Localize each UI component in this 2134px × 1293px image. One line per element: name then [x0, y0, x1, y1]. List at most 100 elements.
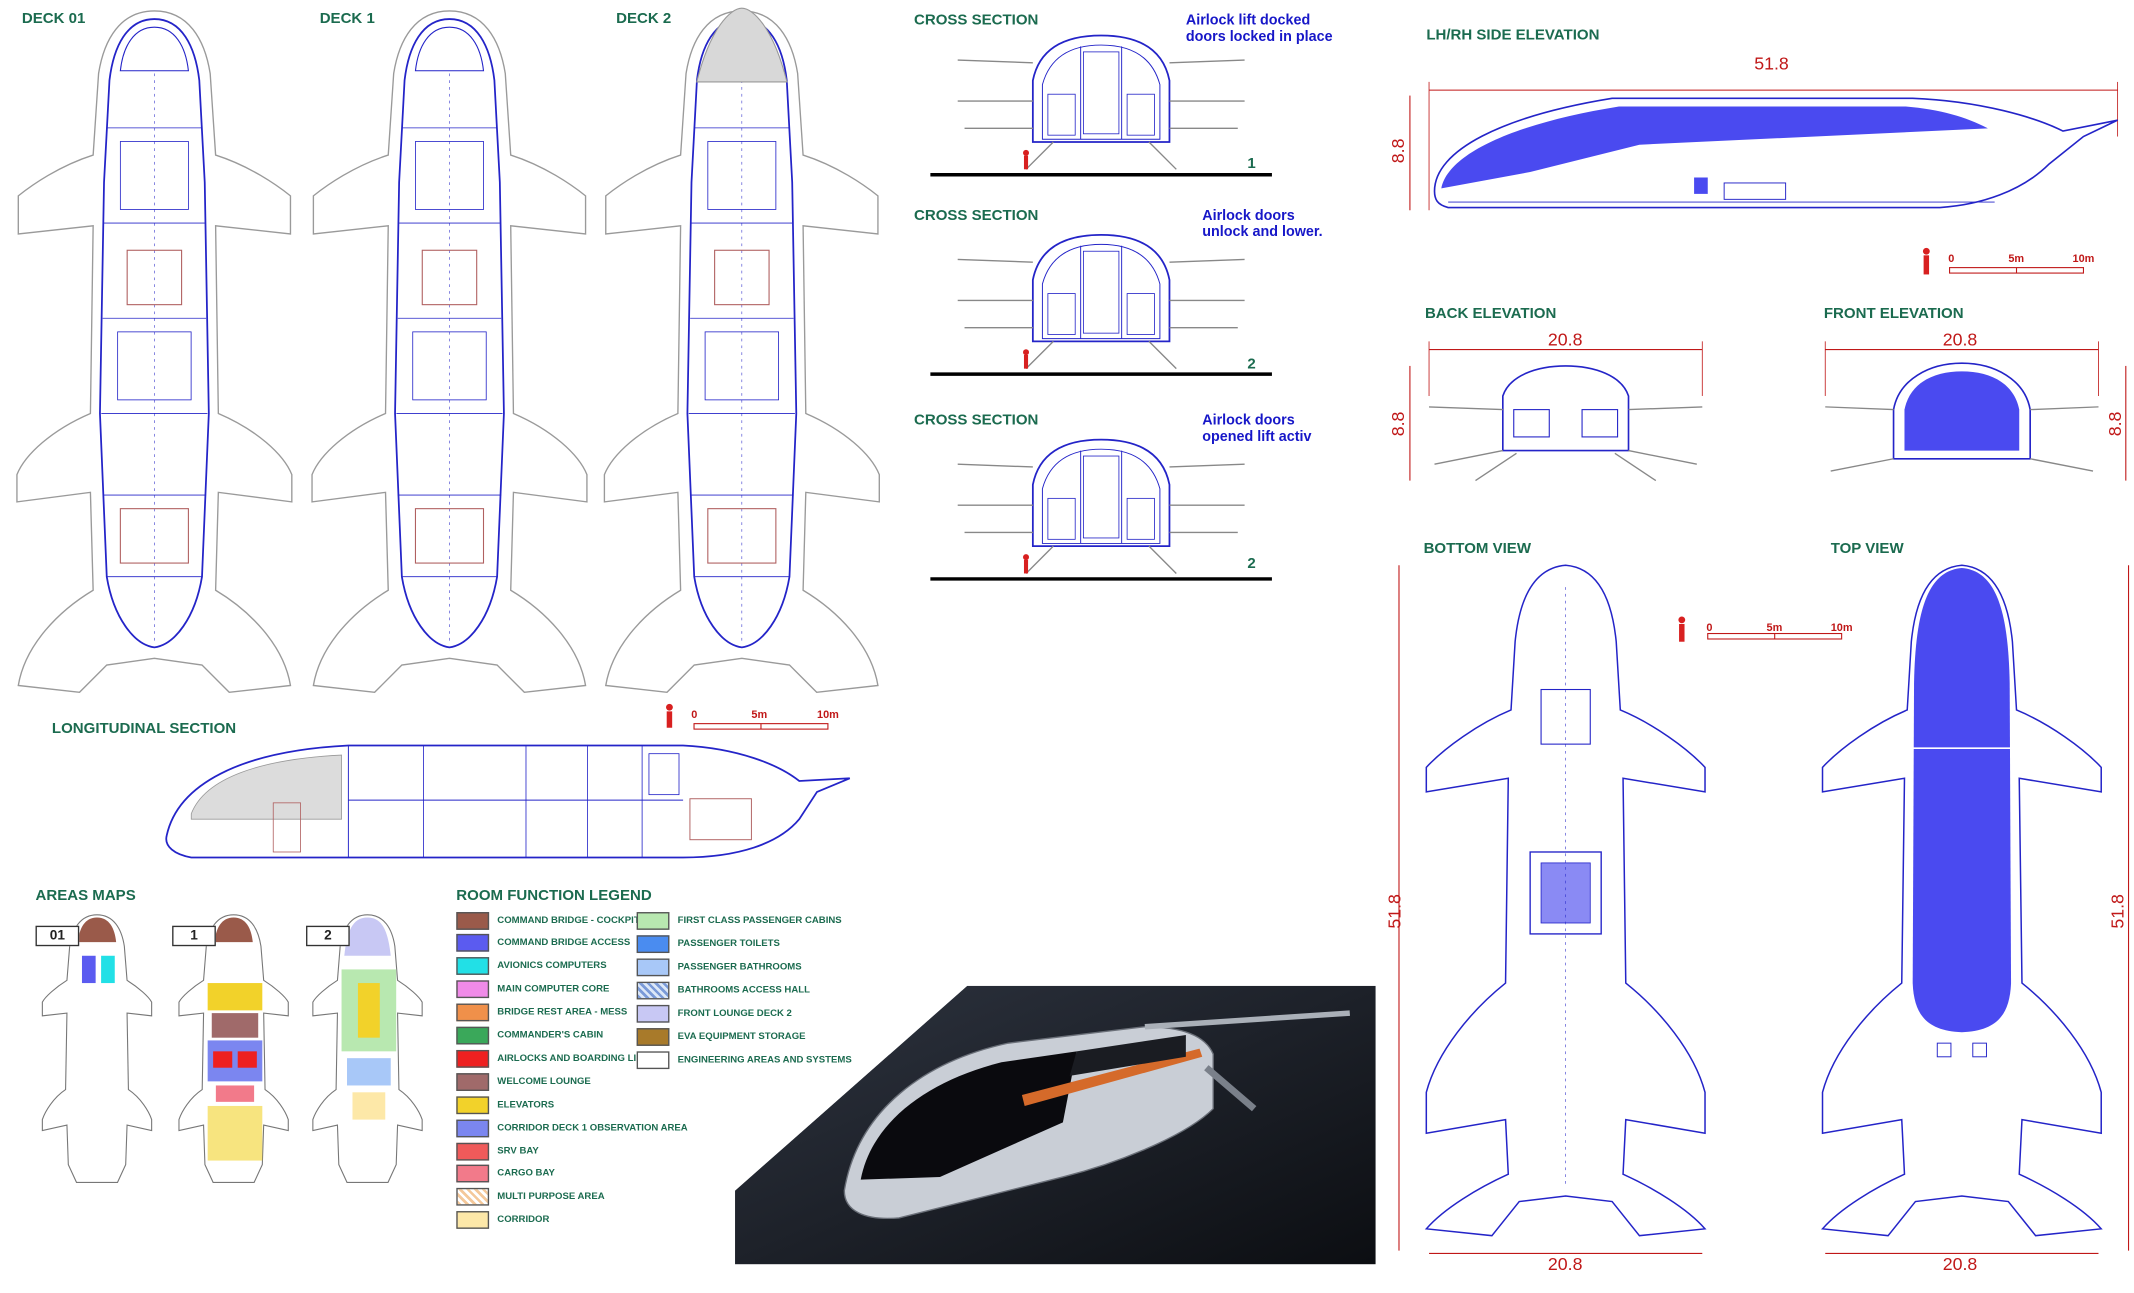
scale-mid: 5m	[2008, 252, 2025, 265]
legend-item: COMMAND BRIDGE - COCKPIT	[456, 911, 640, 930]
legend-swatch	[456, 1188, 490, 1207]
legend-item: CARGO BAY	[456, 1165, 555, 1183]
legend-label: WELCOME LOUNGE	[497, 1076, 591, 1087]
bottom-view-title: BOTTOM VIEW	[1423, 540, 1532, 558]
top-view	[1820, 564, 2130, 1254]
legend-swatch	[456, 934, 490, 953]
side-elevation-title: LH/RH SIDE ELEVATION	[1426, 27, 1600, 44]
area-map-deck-01-label: 01	[35, 925, 80, 947]
scale-zero: 0	[1948, 252, 1955, 265]
front-width-dim: 20.8	[1942, 329, 1978, 350]
legend-swatch	[636, 1050, 670, 1069]
bottom-view	[1398, 564, 1707, 1254]
legend-swatch	[456, 957, 490, 976]
area-map-deck-2-label: 2	[306, 925, 350, 947]
top-width-dim: 20.8	[1942, 1253, 1978, 1274]
bottom-length-dim: 51.8	[1384, 894, 1405, 929]
legend-label: FIRST CLASS PASSENGER CABINS	[677, 915, 842, 926]
legend-label: CORRIDOR DECK 1 OBSERVATION AREA	[497, 1123, 688, 1133]
cross-step-3: 2	[1247, 555, 1256, 573]
area-map-fills	[77, 917, 397, 1161]
deck-2-plan	[603, 10, 881, 694]
cross-step-2: 2	[1247, 356, 1256, 373]
legend-item: PASSENGER BATHROOMS	[636, 957, 802, 976]
legend-swatch	[456, 1211, 490, 1230]
legend-label: PASSENGER TOILETS	[677, 938, 780, 949]
legend-item: WELCOME LOUNGE	[456, 1072, 591, 1091]
legend-label: AIRLOCKS AND BOARDING LIFT	[497, 1053, 648, 1064]
cross-note-3-line1: Airlock doors	[1202, 412, 1295, 429]
legend-label: BATHROOMS ACCESS HALL	[677, 985, 810, 995]
legend-swatch	[456, 1119, 490, 1137]
ship-render-photo	[735, 985, 1376, 1265]
legend-item: CORRIDOR	[456, 1211, 550, 1230]
scale-bar-side	[1949, 267, 2085, 274]
legend-swatch	[636, 981, 670, 999]
deck-2-title: DECK 2	[616, 10, 672, 28]
deck-1-plan	[311, 10, 588, 694]
legend-swatch	[636, 934, 670, 953]
areas-maps-title: AREAS MAPS	[35, 887, 136, 904]
legend-label: COMMAND BRIDGE ACCESS	[497, 938, 631, 949]
scale-mid: 5m	[1766, 621, 1783, 634]
scale-figure-side	[1922, 247, 1930, 275]
cross-step-1: 1	[1247, 155, 1256, 173]
legend-swatch	[636, 1004, 670, 1022]
legend-label: SRV BAY	[497, 1146, 539, 1156]
legend-item: EVA EQUIPMENT STORAGE	[636, 1027, 806, 1046]
legend-item: CORRIDOR DECK 1 OBSERVATION AREA	[456, 1119, 688, 1137]
cross-section-3	[929, 437, 1274, 581]
area-map-deck-01	[41, 914, 153, 1183]
legend-label: MULTI PURPOSE AREA	[497, 1192, 605, 1202]
legend-swatch	[456, 1003, 490, 1022]
scale-end: 10m	[2072, 252, 2095, 265]
cross-section-1-title: CROSS SECTION	[913, 12, 1039, 29]
cross-note-1-line1: Airlock lift docked	[1185, 12, 1311, 29]
legend-item: AIRLOCKS AND BOARDING LIFT	[456, 1049, 648, 1068]
legend-swatch	[456, 1165, 490, 1183]
legend-swatch	[456, 911, 490, 930]
longitudinal-section-title: LONGITUDINAL SECTION	[51, 720, 237, 738]
scale-bar-longitudinal	[693, 723, 829, 730]
side-height-dim: 8.8	[1387, 138, 1408, 164]
legend-item: FIRST CLASS PASSENGER CABINS	[636, 911, 842, 930]
legend-item: SRV BAY	[456, 1142, 539, 1160]
legend-item: PASSENGER TOILETS	[636, 934, 780, 953]
deck-2-canopy	[696, 7, 788, 83]
legend-item: COMMAND BRIDGE ACCESS	[456, 934, 631, 953]
legend-item: MULTI PURPOSE AREA	[456, 1188, 605, 1207]
legend-label: COMMANDER'S CABIN	[497, 1030, 604, 1041]
cross-note-2: Airlock doors unlock and lower.	[1202, 208, 1322, 241]
back-elevation-title: BACK ELEVATION	[1424, 305, 1557, 323]
scale-zero: 0	[691, 708, 698, 721]
legend-label: PASSENGER BATHROOMS	[677, 961, 802, 972]
top-view-title: TOP VIEW	[1830, 540, 1904, 558]
cross-note-2-line1: Airlock doors	[1202, 207, 1295, 224]
cross-note-3-line2: opened lift activ	[1202, 428, 1312, 446]
legend-item: ELEVATORS	[456, 1095, 554, 1114]
legend-label: AVIONICS COMPUTERS	[497, 961, 607, 972]
cross-section-2	[929, 233, 1274, 376]
cross-note-1-line2: doors locked in place	[1185, 28, 1333, 46]
legend-title: ROOM FUNCTION LEGEND	[456, 887, 652, 904]
legend-item: BRIDGE REST AREA - MESS	[456, 1003, 627, 1022]
legend-label: FRONT LOUNGE DECK 2	[677, 1008, 792, 1018]
scale-zero: 0	[1706, 621, 1713, 634]
bottom-width-dim: 20.8	[1547, 1253, 1583, 1274]
legend-swatch	[636, 1027, 670, 1046]
longitudinal-section	[165, 744, 851, 859]
legend-swatch	[456, 1049, 490, 1068]
legend-swatch	[456, 980, 490, 999]
legend-label: ENGINEERING AREAS AND SYSTEMS	[677, 1054, 852, 1065]
legend-item: MAIN COMPUTER CORE	[456, 980, 609, 999]
legend-label: CORRIDOR	[497, 1215, 550, 1225]
cross-note-2-line2: unlock and lower.	[1202, 223, 1323, 241]
scale-figure-longitudinal	[666, 703, 673, 728]
legend-item: BATHROOMS ACCESS HALL	[636, 981, 810, 999]
cross-section-3-title: CROSS SECTION	[913, 412, 1039, 429]
cross-section-1	[929, 33, 1274, 177]
front-elevation	[1824, 341, 2127, 481]
back-width-dim: 20.8	[1547, 329, 1583, 350]
